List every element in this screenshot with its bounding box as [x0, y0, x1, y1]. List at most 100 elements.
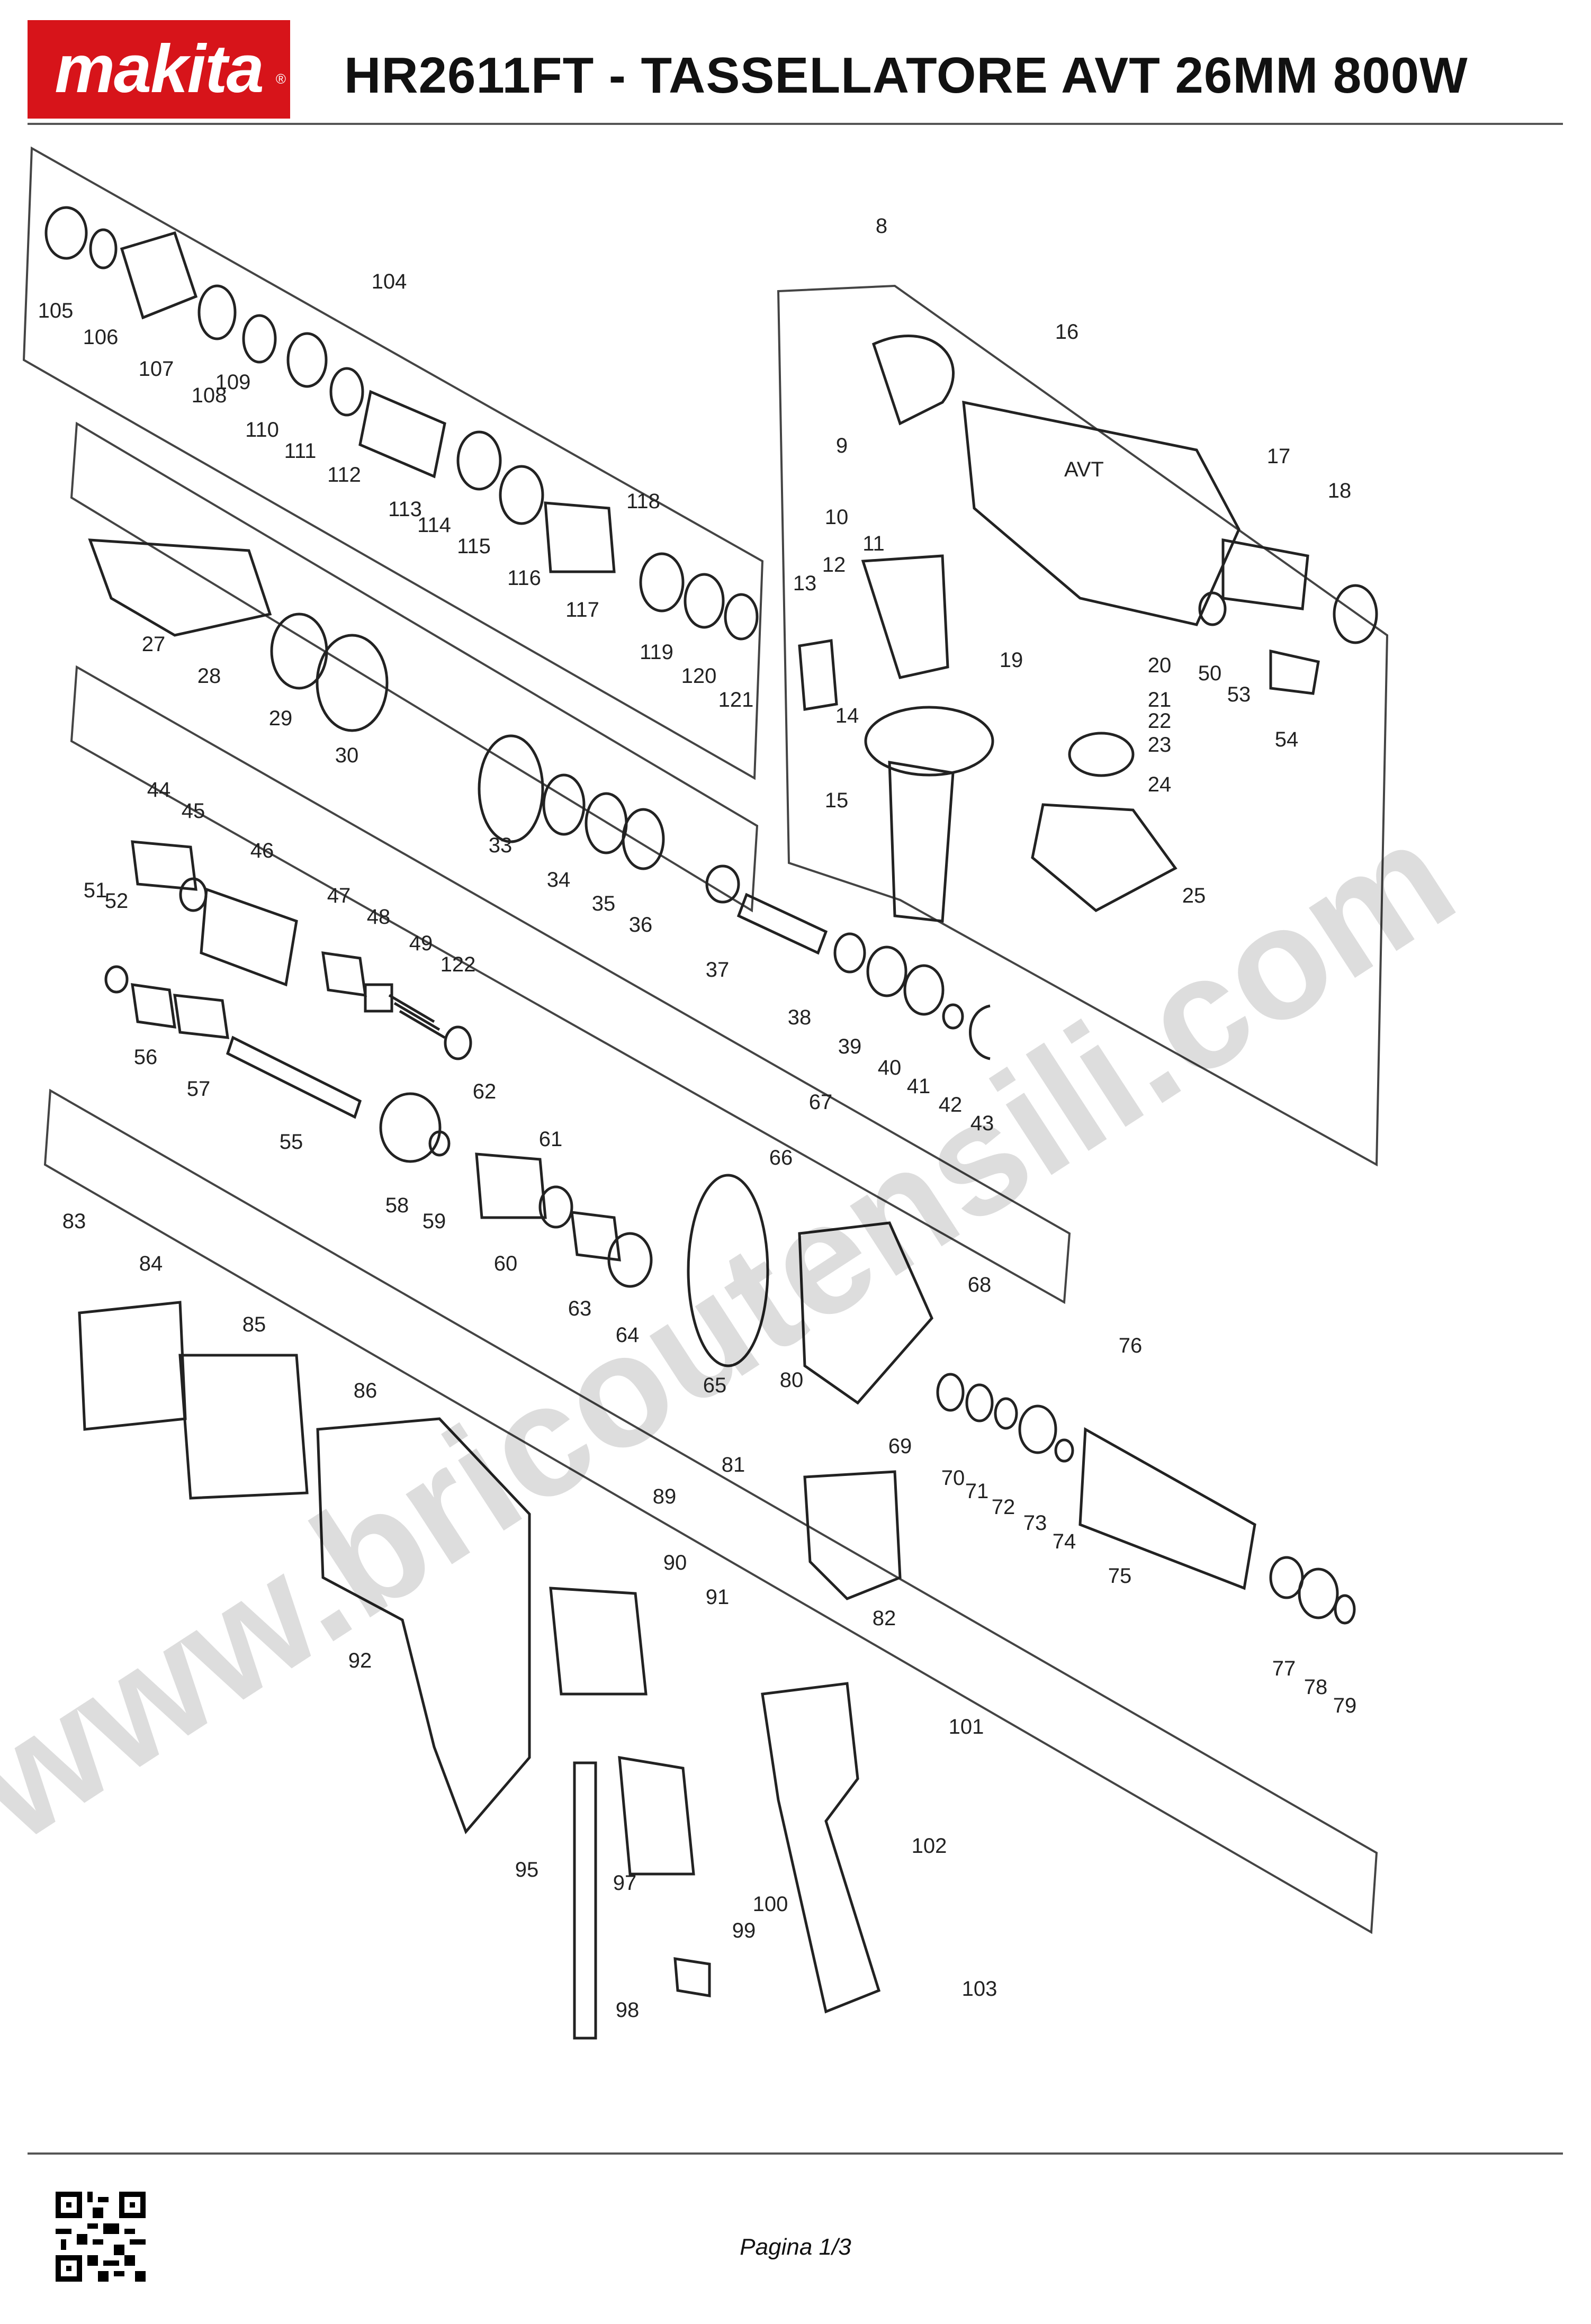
callout-120: 120	[681, 664, 717, 688]
part-49	[388, 994, 446, 1039]
callout-42: 42	[939, 1093, 963, 1116]
callout-25: 25	[1182, 884, 1206, 907]
part-40	[866, 945, 907, 997]
callout-71: 71	[965, 1480, 989, 1503]
part-85	[178, 1354, 309, 1500]
callout-83: 83	[62, 1210, 86, 1233]
callout-48: 48	[367, 905, 391, 929]
part-107	[120, 231, 198, 320]
part-55	[226, 1035, 362, 1119]
part-57	[173, 994, 229, 1039]
callout-92: 92	[348, 1649, 372, 1672]
callout-59: 59	[423, 1210, 446, 1233]
callout-10: 10	[825, 506, 849, 529]
part-56	[131, 983, 176, 1029]
callout-102: 102	[912, 1834, 947, 1858]
callout-9: 9	[836, 434, 848, 457]
part-24	[1068, 732, 1135, 777]
parts-sketch	[44, 206, 1378, 2040]
part-48	[364, 983, 393, 1013]
part-37	[705, 864, 740, 904]
callout-62: 62	[473, 1080, 497, 1103]
frame-crank-group	[70, 665, 1071, 1304]
part-106	[89, 228, 118, 269]
callout-20: 20	[1148, 654, 1172, 677]
callout-110: 110	[245, 418, 279, 442]
callout-122: 122	[441, 953, 476, 976]
page-number: Pagina 1/3	[740, 2234, 851, 2260]
part-78	[1298, 1568, 1339, 1619]
callout-22: 22	[1148, 709, 1172, 733]
callout-106: 106	[83, 326, 119, 349]
callout-112: 112	[327, 463, 361, 487]
part-102	[761, 1682, 881, 2014]
callout-51: 51	[84, 879, 107, 902]
part-60	[475, 1152, 547, 1219]
callout-29: 29	[269, 707, 293, 730]
part-110	[242, 314, 277, 364]
part-63	[570, 1211, 621, 1262]
makita-logo: makita ®	[28, 20, 290, 119]
callout-57: 57	[187, 1077, 211, 1101]
callout-45: 45	[182, 799, 205, 823]
callout-86: 86	[354, 1379, 377, 1402]
part-43	[969, 1004, 991, 1060]
callout-82: 82	[873, 1607, 896, 1630]
callout-79: 79	[1333, 1694, 1357, 1717]
part-71	[965, 1383, 994, 1422]
part-16	[962, 400, 1241, 626]
callout-81: 81	[722, 1453, 745, 1476]
callout-30: 30	[335, 744, 359, 767]
callout-61: 61	[539, 1128, 563, 1151]
part-120	[684, 573, 725, 629]
part-13	[798, 639, 838, 711]
callout-60: 60	[494, 1252, 518, 1275]
callout-73: 73	[1023, 1511, 1047, 1535]
part-54	[1269, 649, 1320, 695]
part-15-grip	[888, 761, 955, 923]
part-8	[871, 334, 955, 426]
qr-code-icon	[56, 2192, 146, 2282]
callout-97: 97	[613, 1871, 637, 1895]
callout-117: 117	[565, 598, 599, 621]
callout-105: 105	[38, 299, 74, 322]
part-70	[936, 1373, 965, 1412]
part-44	[131, 840, 197, 891]
part-47	[321, 951, 367, 997]
callout-14: 14	[835, 704, 859, 727]
part-42	[942, 1003, 964, 1030]
logo-text: makita	[55, 31, 264, 107]
callout-107: 107	[139, 357, 174, 381]
callout-67: 67	[809, 1091, 833, 1114]
part-86	[316, 1417, 531, 1834]
part-108	[197, 284, 237, 340]
frame-barrel-group	[70, 421, 759, 913]
frame-motor-group	[43, 1088, 1378, 1934]
part-11	[861, 554, 949, 679]
frame-handle-group	[777, 284, 1389, 1167]
callout-68: 68	[968, 1273, 992, 1296]
part-79	[1334, 1594, 1356, 1625]
part-34	[542, 773, 586, 836]
part-75	[1078, 1427, 1256, 1590]
exploded-parts-diagram: AVT www.bricoutensili.com 10510610710810…	[0, 146, 1482, 2040]
callout-99: 99	[732, 1919, 756, 1942]
callout-116: 116	[507, 566, 541, 590]
part-119	[639, 552, 685, 612]
callout-70: 70	[941, 1466, 965, 1490]
frame-spindle-group	[22, 146, 764, 780]
callout-56: 56	[134, 1046, 158, 1069]
part-115	[456, 430, 502, 491]
callout-78: 78	[1304, 1676, 1328, 1699]
callout-76: 76	[1119, 1334, 1143, 1357]
callout-69: 69	[888, 1435, 912, 1458]
callout-19: 19	[1000, 648, 1023, 672]
callout-11: 11	[862, 532, 885, 555]
part-95	[573, 1761, 597, 2040]
callout-100: 100	[753, 1893, 788, 1916]
callout-91: 91	[706, 1586, 730, 1609]
callout-55: 55	[280, 1130, 303, 1154]
callout-43: 43	[970, 1112, 994, 1135]
callout-39: 39	[838, 1035, 862, 1058]
part-45	[179, 877, 208, 912]
